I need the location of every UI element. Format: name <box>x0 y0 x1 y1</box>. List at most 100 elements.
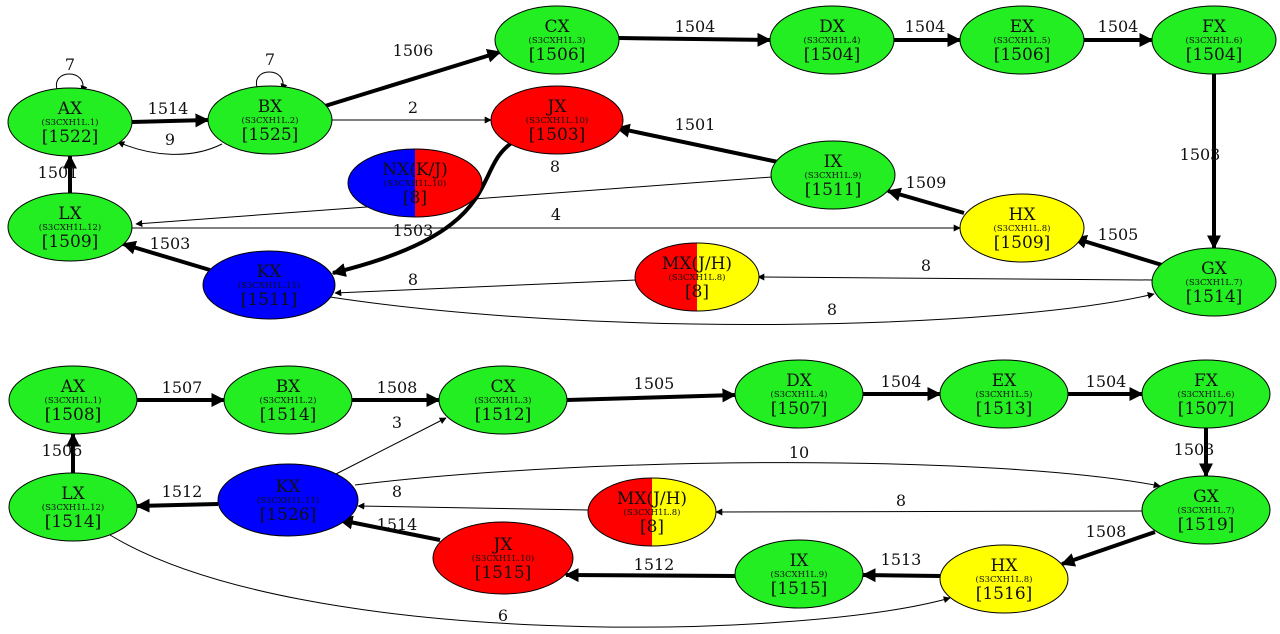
upper-node-hx-name: HX <box>1009 205 1037 225</box>
upper-edge-bx-to-bx-line <box>255 71 288 91</box>
upper-node-cx[interactable]: CX(S3CXH1L.3)[1506] <box>494 5 620 75</box>
upper-edge-gx-to-hx-label: 1505 <box>1098 225 1139 244</box>
lower-edge-fx-to-gx-label: 1503 <box>1174 440 1215 459</box>
lower-node-ax-name: AX <box>60 377 86 397</box>
lower-node-kx-shape <box>217 463 359 537</box>
upper-node-bx-shape <box>207 85 333 155</box>
upper-edge-kx-to-lx-label: 1503 <box>150 234 191 253</box>
lower-node-dx[interactable]: DX(S3CXH1L.4)[1507] <box>734 359 864 429</box>
upper-node-nx[interactable]: NX(K/J)(S3CXH1L.10)[8] <box>347 148 483 218</box>
lower-node-bx[interactable]: BX(S3CXH1L.2)[1514] <box>223 365 353 435</box>
lower-node-cx[interactable]: CX(S3CXH1L.3)[1512] <box>438 365 568 435</box>
lower-edge-hx-to-ix-line <box>861 568 941 583</box>
upper-edge-ax-to-ax-line <box>55 73 88 93</box>
lower-node-jx-name: JX <box>492 535 514 555</box>
upper-node-ex[interactable]: EX(S3CXH1L.5)[1506] <box>959 5 1085 75</box>
lower-node-dx-shape <box>734 359 864 429</box>
upper-graph-nodes: AX(S3CXH1L.1)[1522] BX(S3CXH1L.2)[1525] CX… <box>7 5 1277 320</box>
upper-edge-bx-to-jx: 2 <box>332 98 492 124</box>
lower-edge-lx-to-hx: 6 <box>109 534 951 628</box>
lower-node-mx[interactable]: MX(J/H)(S3CXH1L.8)[8] <box>587 477 717 547</box>
upper-node-dx-name: DX <box>819 17 846 37</box>
upper-node-jx[interactable]: JX(S3CXH1L.10)[1503] <box>490 85 624 155</box>
upper-node-ex-code: (S3CXH1L.5) <box>994 35 1051 46</box>
lower-edge-kx-to-lx-line <box>135 498 219 513</box>
upper-node-lx[interactable]: LX(S3CXH1L.12)[1509] <box>7 192 133 262</box>
lower-edge-ex-to-fx-label: 1504 <box>1086 372 1127 391</box>
upper-node-fx-name: FX <box>1202 17 1227 37</box>
lower-node-bx-shape <box>223 365 353 435</box>
upper-node-ax[interactable]: AX(S3CXH1L.1)[1522] <box>7 87 133 157</box>
lower-node-ex-shape <box>939 359 1069 429</box>
lower-node-hx-value: [1516] <box>976 584 1033 604</box>
upper-node-gx-name: GX <box>1201 259 1228 279</box>
lower-node-mx-code: (S3CXH1L.8) <box>624 507 681 518</box>
upper-edge-gx-to-mx: 8 <box>757 256 1153 281</box>
lower-edge-kx-to-gx-line <box>354 462 1161 489</box>
lower-node-fx-name: FX <box>1194 371 1219 391</box>
upper-node-nx-code: (S3CXH1L.10) <box>384 178 446 189</box>
upper-edge-cx-to-dx: 1504 <box>618 17 772 47</box>
lower-node-kx-name: KX <box>276 477 302 497</box>
lower-edge-dx-to-ex-label: 1504 <box>881 372 922 391</box>
upper-node-mx-fill-left <box>635 243 697 311</box>
upper-edge-hx-to-ix-line <box>886 187 965 215</box>
lower-node-ix-shape <box>734 539 864 609</box>
lower-node-dx-value: [1507] <box>771 399 828 419</box>
upper-edge-mx-to-kx-label: 8 <box>408 270 418 289</box>
lower-node-ex-name: EX <box>992 371 1017 391</box>
lower-edge-mx-to-kx-line <box>357 502 589 511</box>
upper-node-bx-code: (S3CXH1L.2) <box>242 115 299 126</box>
lower-edge-ex-to-fx: 1504 <box>1068 372 1144 401</box>
lower-node-cx-shape <box>438 365 568 435</box>
lower-node-ex-value: [1513] <box>976 399 1033 419</box>
lower-edge-ax-to-bx: 1507 <box>137 378 226 407</box>
upper-node-fx[interactable]: FX(S3CXH1L.6)[1504] <box>1151 5 1277 75</box>
lower-node-ax-value: [1508] <box>45 405 102 425</box>
upper-node-ex-name: EX <box>1010 17 1035 37</box>
lower-node-hx-code: (S3CXH1L.8) <box>976 574 1033 585</box>
lower-node-jx[interactable]: JX(S3CXH1L.10)[1515] <box>432 521 574 595</box>
upper-edge-dx-to-ex-label: 1504 <box>905 17 946 36</box>
upper-node-ix[interactable]: IX(S3CXH1L.9)[1511] <box>770 140 896 210</box>
upper-edge-bx-to-jx-label: 2 <box>408 98 418 117</box>
lower-node-gx-code: (S3CXH1L.7) <box>1178 505 1235 516</box>
lower-node-lx[interactable]: LX(S3CXH1L.12)[1514] <box>8 472 138 542</box>
lower-edge-ix-to-jx-label: 1512 <box>634 555 675 574</box>
upper-node-gx[interactable]: GX(S3CXH1L.7)[1514] <box>1151 247 1277 317</box>
upper-node-kx[interactable]: KX(S3CXH1L.11)[1511] <box>202 250 336 320</box>
upper-node-hx[interactable]: HX(S3CXH1L.8)[1509] <box>959 193 1085 263</box>
lower-node-ix[interactable]: IX(S3CXH1L.9)[1515] <box>734 539 864 609</box>
upper-node-nx-value: [8] <box>403 188 427 208</box>
upper-node-mx[interactable]: MX(J/H)(S3CXH1L.8)[8] <box>634 242 760 312</box>
upper-node-dx-shape <box>769 5 895 75</box>
upper-node-bx[interactable]: BX(S3CXH1L.2)[1525] <box>207 85 333 155</box>
lower-node-hx[interactable]: HX(S3CXH1L.8)[1516] <box>939 544 1069 614</box>
upper-edge-fx-to-gx-label: 1503 <box>1180 145 1221 164</box>
upper-edge-cx-to-dx-line <box>618 32 772 47</box>
upper-node-cx-name: CX <box>544 17 570 37</box>
lower-node-ax[interactable]: AX(S3CXH1L.1)[1508] <box>8 365 138 435</box>
lower-node-gx[interactable]: GX(S3CXH1L.7)[1519] <box>1141 475 1271 545</box>
lower-edge-jx-to-kx-label: 1514 <box>377 515 418 534</box>
upper-node-dx[interactable]: DX(S3CXH1L.4)[1504] <box>769 5 895 75</box>
lower-node-fx[interactable]: FX(S3CXH1L.6)[1507] <box>1141 359 1271 429</box>
lower-edge-bx-to-cx: 1508 <box>352 378 441 407</box>
lower-edge-ax-to-bx-label: 1507 <box>162 378 203 397</box>
lower-edge-cx-to-dx-label: 1505 <box>634 374 675 393</box>
upper-node-gx-code: (S3CXH1L.7) <box>1186 277 1243 288</box>
lower-node-kx[interactable]: KX(S3CXH1L.11)[1526] <box>217 463 359 537</box>
lower-edge-hx-to-ix: 1513 <box>861 550 941 583</box>
lower-edge-gx-to-hx-label: 1508 <box>1086 522 1127 541</box>
lower-edge-mx-to-kx: 8 <box>357 482 589 511</box>
upper-edge-gx-to-hx: 1505 <box>1072 225 1163 267</box>
lower-node-ex[interactable]: EX(S3CXH1L.5)[1513] <box>939 359 1069 429</box>
lower-node-gx-value: [1519] <box>1178 515 1235 535</box>
upper-node-nx-fill-left <box>348 149 415 217</box>
upper-edge-ex-to-fx: 1504 <box>1084 17 1154 47</box>
upper-edge-ax-to-bx-label: 1514 <box>148 99 189 118</box>
lower-edge-fx-to-gx: 1503 <box>1174 428 1215 478</box>
